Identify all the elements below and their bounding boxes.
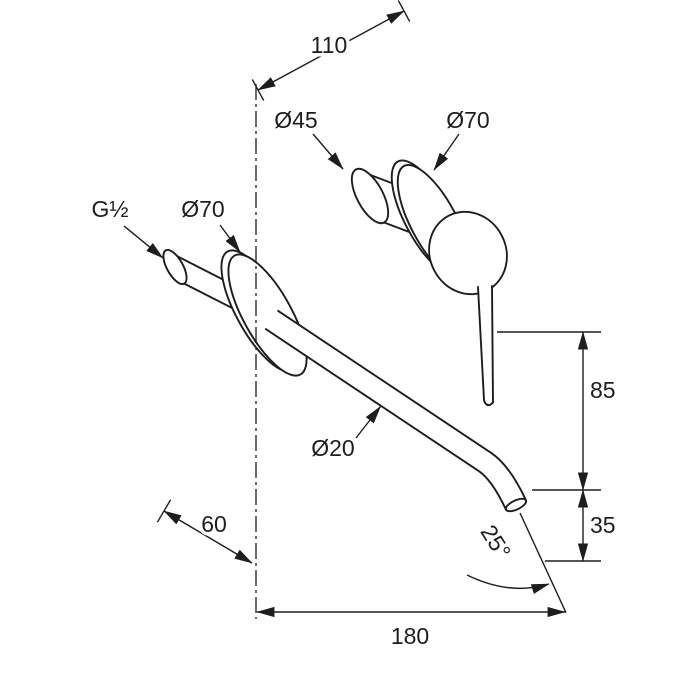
dia-45-leader [312, 133, 344, 170]
dimension-35: 35 [545, 489, 619, 562]
dim-110-label: 110 [311, 32, 348, 58]
callout-dia-70-mixer: Ø70 [433, 107, 490, 171]
dia-70-mixer-leader [433, 133, 460, 171]
spout-lower-edge [264, 328, 507, 511]
dim-110-tick-top [397, 0, 411, 22]
callout-thread-g12: G½ [91, 196, 164, 259]
angle-25-arc [466, 574, 550, 595]
dim-35-label: 35 [590, 512, 616, 538]
dimension-angle-25: 25° [466, 512, 567, 613]
lever-handle [477, 285, 494, 407]
dia-20-leader [355, 405, 382, 439]
spout-outlet [504, 497, 528, 513]
callout-dia-70-wall: Ø70 [181, 196, 241, 253]
dim-110-line [257, 10, 405, 91]
dim-180-label: 180 [391, 623, 429, 649]
thread-g12-leader [123, 225, 164, 259]
wall-escutcheon [220, 249, 308, 377]
spout-upper-edge [277, 309, 527, 502]
faucet-body [162, 159, 528, 513]
mixer-cylinder-cap [350, 167, 390, 225]
dim-60-line [163, 510, 253, 564]
dim-60-tick-left [156, 499, 172, 523]
angle-25-label: 25° [476, 520, 516, 563]
dia-20-label: Ø20 [311, 435, 354, 461]
callout-dia-45: Ø45 [274, 107, 344, 170]
angle-25-reference-line [519, 512, 567, 613]
pipe-end-cap [162, 248, 188, 286]
dimension-60: 60 [156, 499, 253, 564]
dia-70-wall-label: Ø70 [181, 196, 224, 222]
callout-dia-20: Ø20 [311, 405, 382, 461]
dim-85-label: 85 [590, 377, 616, 403]
dimension-85: 85 [497, 331, 619, 491]
dimension-110: 110 [251, 0, 411, 101]
mixer-unit [350, 159, 508, 407]
spout [264, 309, 528, 513]
wall-escutcheon-front [227, 253, 308, 377]
spout-fill [265, 310, 526, 510]
dim-60-label: 60 [201, 511, 227, 537]
dim-110-tick-bottom [251, 79, 265, 101]
dimension-180: 180 [256, 606, 566, 649]
dia-70-mixer-label: Ø70 [446, 107, 489, 133]
dia-45-label: Ø45 [274, 107, 317, 133]
dia-70-wall-leader [219, 224, 241, 253]
thread-g12-label: G½ [91, 196, 128, 222]
